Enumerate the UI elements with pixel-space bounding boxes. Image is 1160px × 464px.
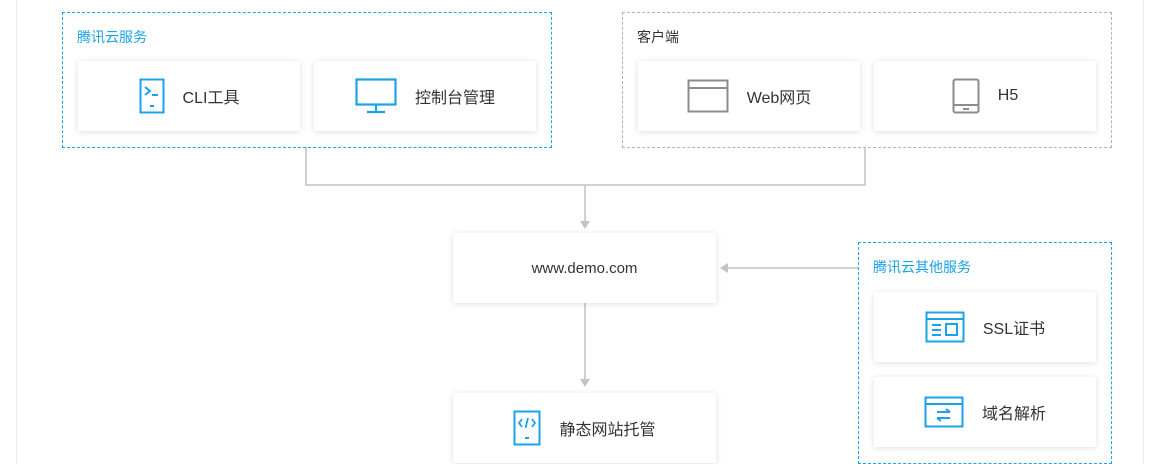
web-page-label: Web网页	[746, 90, 812, 107]
ssl-certificate-card[interactable]: SSL证书	[874, 292, 1096, 362]
console-management-card[interactable]: 控制台管理	[314, 61, 536, 131]
code-file-icon	[513, 410, 541, 446]
tencent-cloud-services-group: 腾讯云服务	[62, 12, 552, 148]
client-group: 客户端	[622, 12, 1112, 148]
right-edge-line	[1143, 0, 1144, 464]
ssl-certificate-label: SSL证书	[982, 321, 1046, 338]
group-title: 腾讯云其他服务	[873, 259, 971, 275]
monitor-icon	[355, 78, 397, 114]
group-title: 腾讯云服务	[77, 29, 147, 45]
mobile-phone-icon	[952, 78, 980, 114]
left-edge-line	[16, 0, 17, 464]
cli-tool-card[interactable]: CLI工具	[78, 61, 300, 131]
cli-tool-label: CLI工具	[182, 90, 240, 107]
arrow-head-to-hosting	[580, 379, 590, 387]
console-management-label: 控制台管理	[414, 90, 495, 107]
static-website-hosting-label: 静态网站托管	[559, 422, 656, 439]
arrow-head-to-domain	[580, 221, 590, 229]
domain-resolution-card[interactable]: 域名解析	[874, 377, 1096, 447]
domain-resolution-icon	[924, 396, 964, 428]
h5-card[interactable]: H5	[874, 61, 1096, 131]
web-page-card[interactable]: Web网页	[638, 61, 860, 131]
terminal-icon	[139, 78, 165, 114]
h5-label: H5	[997, 87, 1019, 104]
domain-label: www.demo.com	[531, 259, 638, 277]
certificate-icon	[925, 311, 965, 343]
domain-node[interactable]: www.demo.com	[453, 233, 716, 303]
arrow-head-from-other-services	[720, 263, 728, 273]
static-website-hosting-node[interactable]: 静态网站托管	[453, 393, 716, 463]
group-title: 客户端	[637, 29, 679, 45]
top-merge-connector	[305, 147, 866, 186]
domain-resolution-label: 域名解析	[981, 406, 1046, 423]
browser-window-icon	[687, 79, 729, 113]
